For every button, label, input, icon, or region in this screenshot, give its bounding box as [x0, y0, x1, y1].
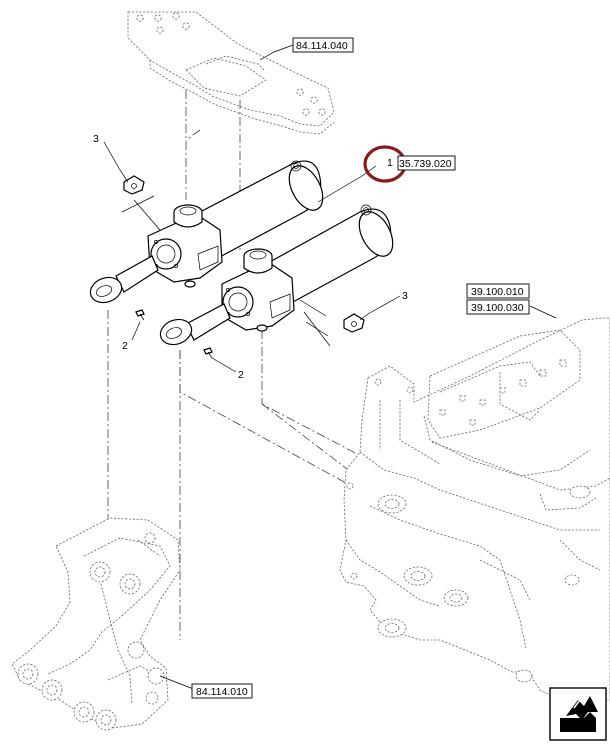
callout-2-left: 2	[122, 340, 128, 352]
navigation-arrow-icon[interactable]	[549, 687, 607, 741]
ref-label-frame-2: 39.100.030	[471, 302, 524, 314]
ref-box-frame-1[interactable]: 39.100.010	[466, 283, 530, 299]
ref-label-bottom: 84.114.010	[196, 686, 248, 698]
callout-1: 1	[387, 157, 393, 169]
ref-label-frame-1: 39.100.010	[471, 286, 524, 298]
ref-box-top[interactable]: 84.114.040	[259, 37, 354, 61]
ref-label-cylinder: 35.739.020	[399, 158, 452, 170]
chassis-frame	[339, 317, 610, 701]
ref-box-cylinder[interactable]: 35.739.020	[397, 155, 456, 171]
ref-box-bottom[interactable]: 84.114.010	[191, 683, 253, 699]
leader-lines	[103, 141, 557, 373]
callout-3-right: 3	[402, 290, 408, 302]
grease-fittings	[135, 309, 213, 359]
hydraulic-cylinder-front	[159, 204, 394, 346]
ref-box-frame-2[interactable]: 39.100.030	[466, 299, 530, 315]
retaining-clips	[123, 175, 365, 333]
ref-label-top: 84.114.040	[296, 40, 348, 52]
top-mounting-plate	[127, 11, 335, 135]
callout-2-right: 2	[238, 369, 244, 381]
lower-pivot-bracket	[11, 517, 197, 731]
callout-3-left: 3	[93, 133, 99, 145]
hydraulic-cylinder-rear	[89, 160, 324, 304]
